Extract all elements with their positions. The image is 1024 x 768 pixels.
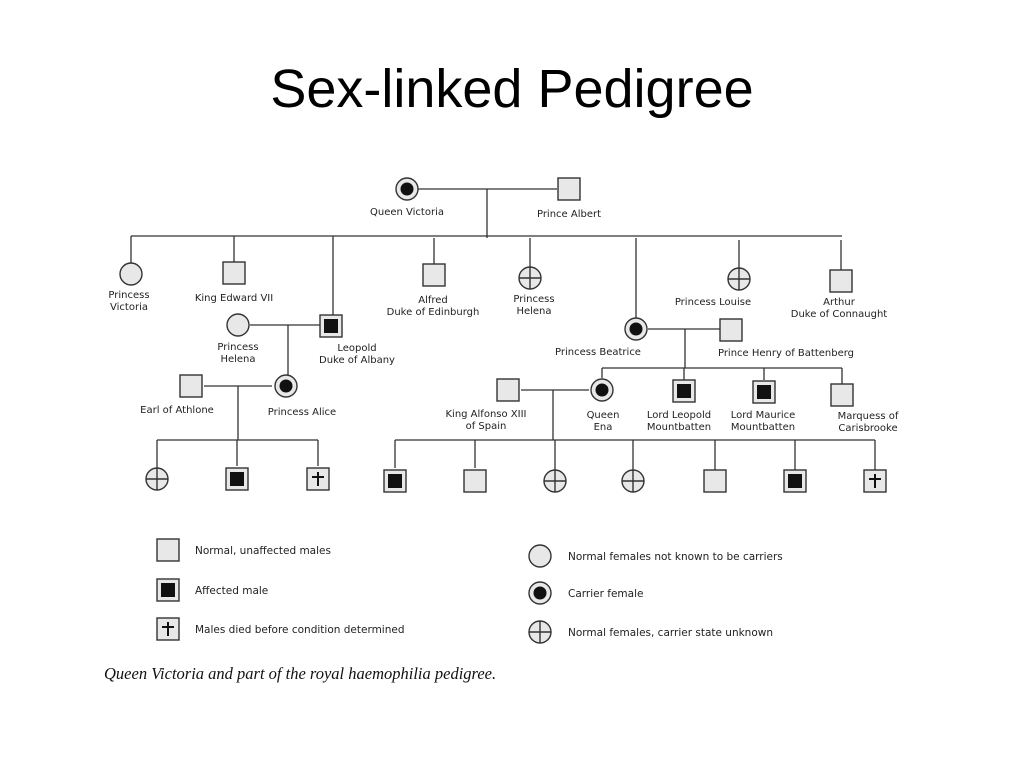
person-helena1-name: Princess bbox=[513, 294, 554, 305]
person-albert-symbol bbox=[557, 177, 581, 201]
person-marquess-name: Marquess of bbox=[838, 411, 899, 422]
person-athlone-name: Earl of Athlone bbox=[140, 405, 214, 416]
person-victoria-name: Queen Victoria bbox=[370, 207, 444, 218]
person-henry-name: Prince Henry of Battenberg bbox=[718, 348, 854, 359]
legend-affected-male-label: Affected male bbox=[195, 585, 268, 597]
athlone-child-1-symbol bbox=[145, 467, 169, 491]
spain-child-2-symbol bbox=[463, 469, 487, 493]
person-alfred-title: Duke of Edinburgh bbox=[387, 307, 480, 318]
spain-child-5-symbol bbox=[703, 469, 727, 493]
person-helena-w-symbol bbox=[226, 313, 250, 337]
person-vicky-symbol bbox=[119, 262, 143, 286]
person-edward-name: King Edward VII bbox=[195, 293, 273, 304]
person-albert-name: Prince Albert bbox=[537, 209, 601, 220]
legend-unknown-female-symbol bbox=[528, 620, 552, 644]
person-beatrice-symbol bbox=[624, 317, 648, 341]
person-alfonso-title: of Spain bbox=[466, 421, 507, 432]
figure-caption: Queen Victoria and part of the royal hae… bbox=[104, 664, 497, 683]
legend-normal-male-label: Normal, unaffected males bbox=[195, 545, 331, 557]
person-beatrice-name: Princess Beatrice bbox=[555, 347, 641, 358]
legend-normal-female-symbol bbox=[528, 544, 552, 568]
person-henry-symbol bbox=[719, 318, 743, 342]
pedigree-lines bbox=[130, 188, 876, 470]
person-marquess-symbol bbox=[830, 383, 854, 407]
person-victoria-symbol bbox=[395, 177, 419, 201]
person-alfred-name: Alfred bbox=[418, 295, 448, 306]
person-vicky-name: Princess bbox=[108, 290, 149, 301]
person-alfonso-symbol bbox=[496, 378, 520, 402]
person-ena-name: Queen bbox=[587, 410, 620, 421]
person-ena-title: Ena bbox=[594, 422, 613, 433]
person-edward-symbol bbox=[222, 261, 246, 285]
legend-died-male-symbol bbox=[156, 617, 180, 641]
legend-normal-male-symbol bbox=[156, 538, 180, 562]
person-leopold-name: Leopold bbox=[337, 343, 376, 354]
person-vicky-title: Victoria bbox=[110, 302, 148, 313]
person-lord-leopold-name: Lord Leopold bbox=[647, 410, 711, 421]
person-helena-w-name: Princess bbox=[217, 342, 258, 353]
person-alice-name: Princess Alice bbox=[268, 407, 336, 418]
person-ena-symbol bbox=[590, 378, 614, 402]
person-marquess-title: Carisbrooke bbox=[838, 423, 897, 434]
person-lord-maurice-title: Mountbatten bbox=[731, 422, 795, 433]
slide-title: Sex-linked Pedigree bbox=[270, 59, 754, 119]
spain-child-3-symbol bbox=[543, 469, 567, 493]
legend-died-male-label: Males died before condition determined bbox=[195, 624, 405, 636]
person-leopold-title: Duke of Albany bbox=[319, 355, 395, 366]
person-lord-leopold-title: Mountbatten bbox=[647, 422, 711, 433]
spain-child-6-symbol bbox=[783, 469, 807, 493]
person-louise-symbol bbox=[727, 267, 751, 291]
legend-carrier-female-label: Carrier female bbox=[568, 588, 643, 600]
person-leopold-symbol bbox=[319, 314, 343, 338]
spain-child-1-symbol bbox=[383, 469, 407, 493]
athlone-child-2-symbol bbox=[225, 467, 249, 491]
person-helena-w-title: Helena bbox=[220, 354, 255, 365]
person-arthur-name: Arthur bbox=[823, 297, 856, 308]
legend-affected-male-symbol bbox=[156, 578, 180, 602]
person-alice-symbol bbox=[274, 374, 298, 398]
person-lord-leopold-symbol bbox=[672, 379, 696, 403]
person-alfonso-name: King Alfonso XIII bbox=[445, 409, 526, 420]
person-arthur-symbol bbox=[829, 269, 853, 293]
person-louise-name: Princess Louise bbox=[675, 297, 751, 308]
athlone-child-3-symbol bbox=[306, 467, 330, 491]
person-lord-maurice-symbol bbox=[752, 380, 776, 404]
legend-unknown-female-label: Normal females, carrier state unknown bbox=[568, 627, 773, 639]
person-helena1-title: Helena bbox=[516, 306, 551, 317]
legend-normal-female-label: Normal females not known to be carriers bbox=[568, 551, 783, 563]
person-arthur-title: Duke of Connaught bbox=[791, 309, 888, 320]
person-lord-maurice-name: Lord Maurice bbox=[731, 410, 796, 421]
spain-child-7-symbol bbox=[863, 469, 887, 493]
person-athlone-symbol bbox=[179, 374, 203, 398]
legend-carrier-female-symbol bbox=[528, 581, 552, 605]
person-alfred-symbol bbox=[422, 263, 446, 287]
person-helena1-symbol bbox=[518, 266, 542, 290]
spain-child-4-symbol bbox=[621, 469, 645, 493]
